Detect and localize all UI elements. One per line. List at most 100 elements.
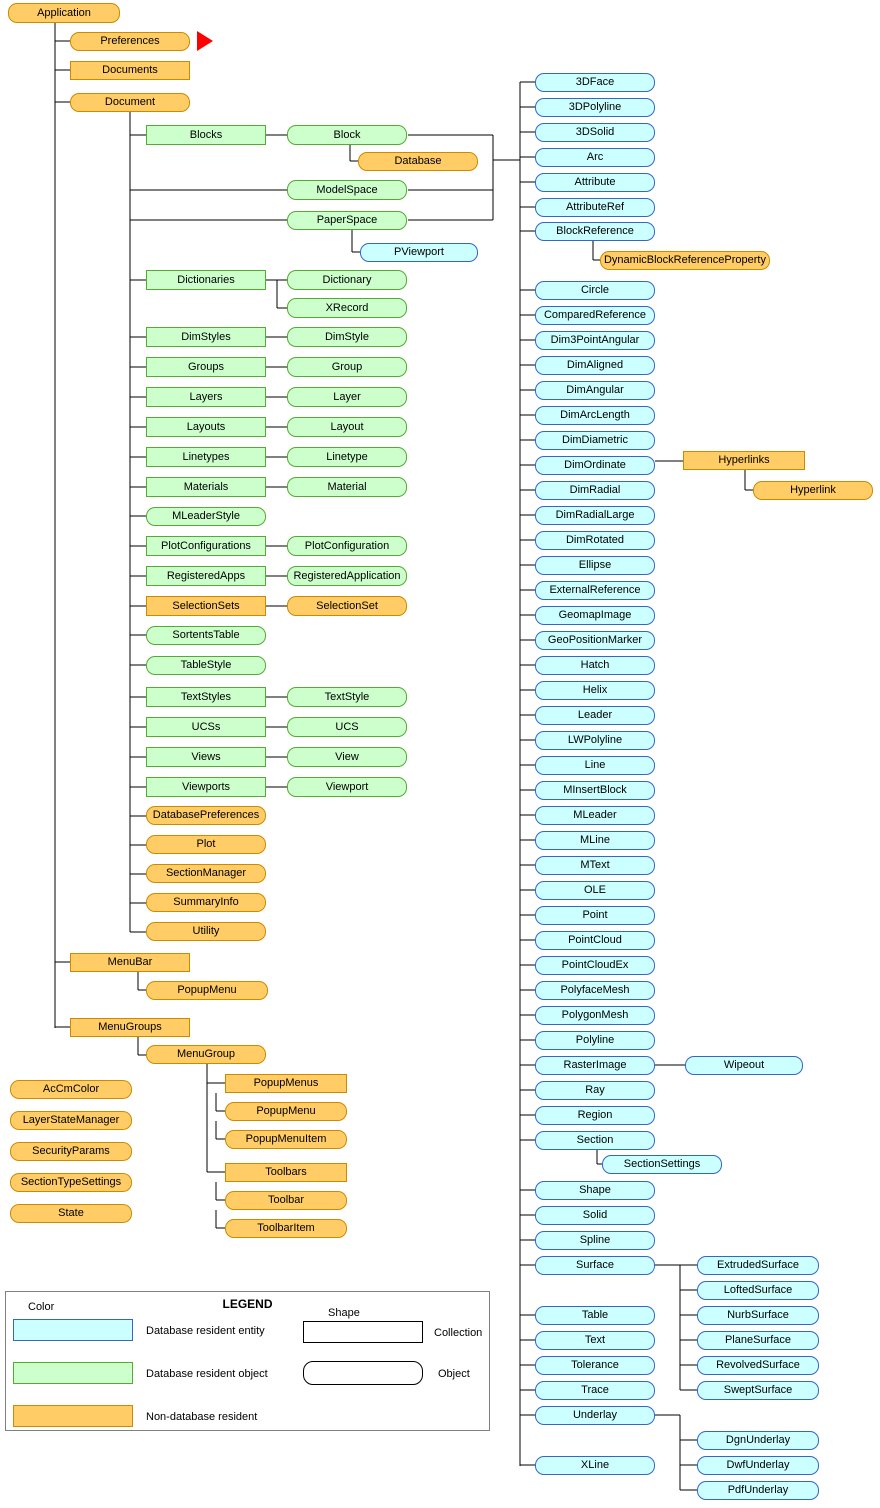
node-region[interactable]: Region <box>535 1106 655 1125</box>
node-hyperlink[interactable]: Hyperlink <box>753 481 873 500</box>
node-xline[interactable]: XLine <box>535 1456 655 1475</box>
node-leader[interactable]: Leader <box>535 706 655 725</box>
node-layerstatemanager[interactable]: LayerStateManager <box>10 1111 132 1130</box>
node-surface[interactable]: Surface <box>535 1256 655 1275</box>
node-dimangular[interactable]: DimAngular <box>535 381 655 400</box>
node-viewport[interactable]: Viewport <box>287 777 407 797</box>
node-menubar[interactable]: MenuBar <box>70 953 190 972</box>
node-ucss[interactable]: UCSs <box>146 717 266 737</box>
node-document[interactable]: Document <box>70 93 190 112</box>
node-popupmenu_group[interactable]: PopupMenu <box>225 1102 347 1121</box>
node-dimstyles[interactable]: DimStyles <box>146 327 266 347</box>
node-views[interactable]: Views <box>146 747 266 767</box>
node-selectionset[interactable]: SelectionSet <box>287 596 407 616</box>
node-underlay[interactable]: Underlay <box>535 1406 655 1425</box>
node-sectiontypesettings[interactable]: SectionTypeSettings <box>10 1173 132 1192</box>
node-registeredapplication[interactable]: RegisteredApplication <box>287 566 407 586</box>
node-xrecord[interactable]: XRecord <box>287 298 407 318</box>
node-attribute[interactable]: Attribute <box>535 173 655 192</box>
node-menugroups[interactable]: MenuGroups <box>70 1018 190 1037</box>
node-sectionmanager[interactable]: SectionManager <box>146 864 266 883</box>
node-rasterimage[interactable]: RasterImage <box>535 1056 655 1075</box>
node-viewports[interactable]: Viewports <box>146 777 266 797</box>
node-sectionsettings[interactable]: SectionSettings <box>602 1155 722 1174</box>
node-blocks[interactable]: Blocks <box>146 125 266 145</box>
node-sweptsurface[interactable]: SweptSurface <box>697 1381 819 1400</box>
node-nurbsurface[interactable]: NurbSurface <box>697 1306 819 1325</box>
node-geopositionmarker[interactable]: GeoPositionMarker <box>535 631 655 650</box>
node-polygonmesh[interactable]: PolygonMesh <box>535 1006 655 1025</box>
node-comparedreference[interactable]: ComparedReference <box>535 306 655 325</box>
node-popupmenus[interactable]: PopupMenus <box>225 1074 347 1093</box>
node-ole[interactable]: OLE <box>535 881 655 900</box>
node-hatch[interactable]: Hatch <box>535 656 655 675</box>
node-layouts[interactable]: Layouts <box>146 417 266 437</box>
node-dimaligned[interactable]: DimAligned <box>535 356 655 375</box>
node-documents[interactable]: Documents <box>70 61 190 80</box>
node-mline[interactable]: MLine <box>535 831 655 850</box>
node-menugroup[interactable]: MenuGroup <box>146 1045 266 1064</box>
node-dimarclength[interactable]: DimArcLength <box>535 406 655 425</box>
node-extrudedsurface[interactable]: ExtrudedSurface <box>697 1256 819 1275</box>
node-lwpolyline[interactable]: LWPolyline <box>535 731 655 750</box>
node-attributeref[interactable]: AttributeRef <box>535 198 655 217</box>
node-material[interactable]: Material <box>287 477 407 497</box>
node-registeredapps[interactable]: RegisteredApps <box>146 566 266 586</box>
node-section[interactable]: Section <box>535 1131 655 1150</box>
node-state[interactable]: State <box>10 1204 132 1223</box>
node-table[interactable]: Table <box>535 1306 655 1325</box>
node-application[interactable]: Application <box>8 3 120 23</box>
node-materials[interactable]: Materials <box>146 477 266 497</box>
node-dwfunderlay[interactable]: DwfUnderlay <box>697 1456 819 1475</box>
node-toolbaritem[interactable]: ToolbarItem <box>225 1219 347 1238</box>
node-shape[interactable]: Shape <box>535 1181 655 1200</box>
node-block[interactable]: Block <box>287 125 407 145</box>
node-pointcloud[interactable]: PointCloud <box>535 931 655 950</box>
node-selectionsets[interactable]: SelectionSets <box>146 596 266 616</box>
node-circle[interactable]: Circle <box>535 281 655 300</box>
node-dynamicblockreferenceproperty[interactable]: DynamicBlockReferenceProperty <box>600 251 770 270</box>
node-groups[interactable]: Groups <box>146 357 266 377</box>
node-layer[interactable]: Layer <box>287 387 407 407</box>
node-linetypes[interactable]: Linetypes <box>146 447 266 467</box>
node-plotconfiguration[interactable]: PlotConfiguration <box>287 536 407 556</box>
node-textstyle[interactable]: TextStyle <box>287 687 407 707</box>
node-dimrotated[interactable]: DimRotated <box>535 531 655 550</box>
node-modelspace[interactable]: ModelSpace <box>287 180 407 200</box>
node-plotconfigurations[interactable]: PlotConfigurations <box>146 536 266 556</box>
node-3dsolid[interactable]: 3DSolid <box>535 123 655 142</box>
node-line[interactable]: Line <box>535 756 655 775</box>
node-popupmenuitem[interactable]: PopupMenuItem <box>225 1130 347 1149</box>
node-3dpolyline[interactable]: 3DPolyline <box>535 98 655 117</box>
node-database[interactable]: Database <box>358 152 478 171</box>
node-point[interactable]: Point <box>535 906 655 925</box>
node-utility[interactable]: Utility <box>146 922 266 941</box>
node-popupmenu_menubar[interactable]: PopupMenu <box>146 981 268 1000</box>
node-accmcolor[interactable]: AcCmColor <box>10 1080 132 1099</box>
node-tablestyle[interactable]: TableStyle <box>146 656 266 675</box>
node-mleader[interactable]: MLeader <box>535 806 655 825</box>
node-plot[interactable]: Plot <box>146 835 266 854</box>
node-dictionaries[interactable]: Dictionaries <box>146 270 266 290</box>
node-sortentstable[interactable]: SortentsTable <box>146 626 266 645</box>
node-dimordinate[interactable]: DimOrdinate <box>535 456 655 475</box>
node-dimradiallarge[interactable]: DimRadialLarge <box>535 506 655 525</box>
node-pdfunderlay[interactable]: PdfUnderlay <box>697 1481 819 1500</box>
node-toolbar[interactable]: Toolbar <box>225 1191 347 1210</box>
node-ucs[interactable]: UCS <box>287 717 407 737</box>
node-toolbars[interactable]: Toolbars <box>225 1163 347 1182</box>
node-trace[interactable]: Trace <box>535 1381 655 1400</box>
node-3dface[interactable]: 3DFace <box>535 73 655 92</box>
node-wipeout[interactable]: Wipeout <box>685 1056 803 1075</box>
node-blockreference[interactable]: BlockReference <box>535 222 655 241</box>
node-hyperlinks[interactable]: Hyperlinks <box>683 451 805 470</box>
node-pointcloudex[interactable]: PointCloudEx <box>535 956 655 975</box>
node-dgnunderlay[interactable]: DgnUnderlay <box>697 1431 819 1450</box>
node-dimstyle[interactable]: DimStyle <box>287 327 407 347</box>
node-layout[interactable]: Layout <box>287 417 407 437</box>
node-summaryinfo[interactable]: SummaryInfo <box>146 893 266 912</box>
node-paperspace[interactable]: PaperSpace <box>287 211 407 230</box>
node-planesurface[interactable]: PlaneSurface <box>697 1331 819 1350</box>
node-view[interactable]: View <box>287 747 407 767</box>
node-mleaderstyle[interactable]: MLeaderStyle <box>146 507 266 526</box>
